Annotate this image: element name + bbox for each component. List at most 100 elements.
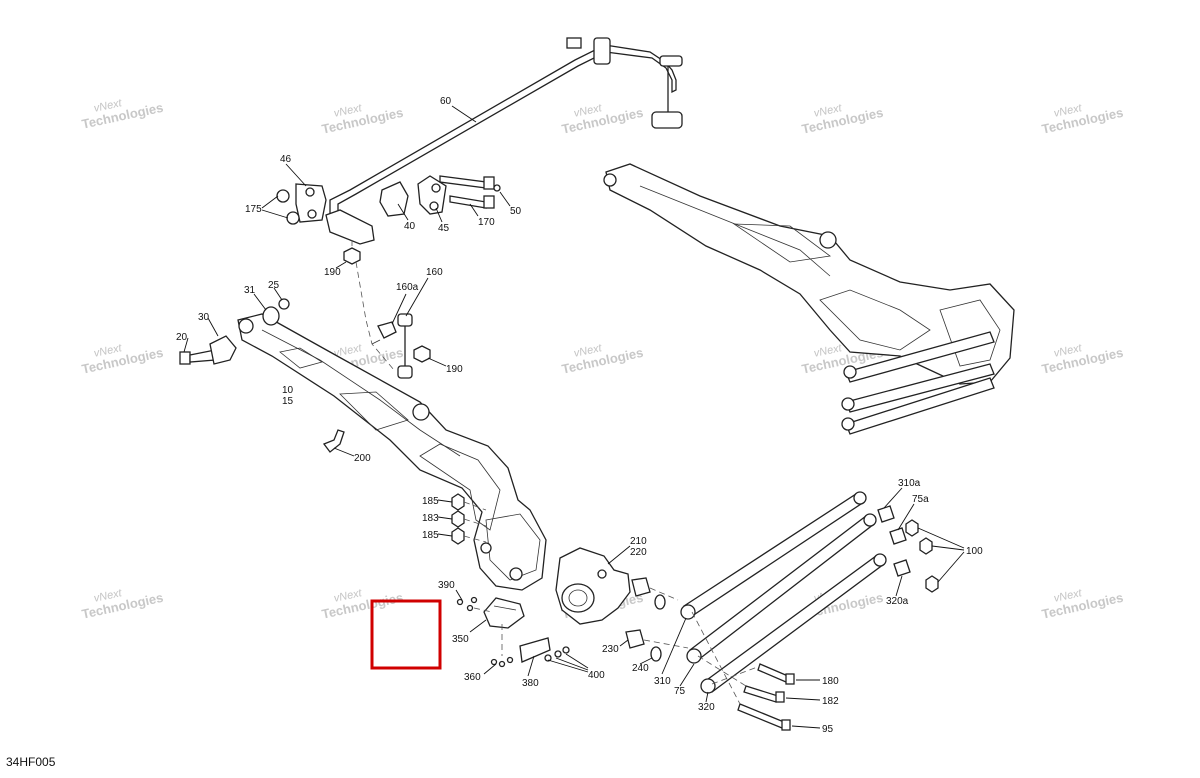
bushing-75a — [889, 527, 907, 545]
bolt-170-lower — [449, 195, 487, 209]
callout-210: 210 — [630, 536, 647, 547]
callout-95: 95 — [822, 724, 834, 735]
bolts-390 — [456, 596, 478, 612]
callout-20: 20 — [176, 332, 188, 343]
bolt-182 — [743, 685, 779, 703]
watermark-line1: vNext — [573, 342, 604, 360]
callout-320a: 320a — [886, 596, 909, 607]
callout-180: 180 — [822, 676, 839, 687]
callout-10: 10 — [282, 385, 294, 396]
callout-100: 100 — [966, 546, 983, 557]
callout-230: 230 — [602, 644, 619, 655]
callout-350: 350 — [452, 634, 469, 645]
control-rods — [680, 491, 887, 694]
callout-40: 40 — [404, 221, 416, 232]
callout-310: 310 — [654, 676, 671, 687]
sway-link-160 — [397, 313, 413, 327]
trailing-arm-right — [603, 163, 1015, 435]
trailing-arm-left — [237, 313, 547, 591]
watermark-line1: vNext — [1053, 342, 1084, 360]
watermark-line1: vNext — [573, 102, 604, 120]
callout-360: 360 — [464, 672, 481, 683]
watermark-line1: vNext — [1053, 102, 1084, 120]
bushing-230-lower — [625, 629, 645, 649]
bracket-350 — [483, 597, 525, 629]
nuts-400 — [544, 646, 570, 662]
callout-185-lower: 185 — [422, 530, 439, 541]
bolts-360 — [490, 656, 514, 668]
bushing-230-upper — [631, 577, 651, 597]
watermark: vNext Technologies — [80, 97, 164, 132]
sway-bar — [325, 37, 683, 245]
watermark: vNext Technologies — [1040, 342, 1124, 377]
callout-185-upper: 185 — [422, 496, 439, 507]
bolt-183 — [451, 510, 465, 528]
bolt-180 — [757, 663, 789, 683]
watermark-line1: vNext — [813, 102, 844, 120]
callout-240: 240 — [632, 663, 649, 674]
nut-50 — [493, 184, 501, 192]
callout-60: 60 — [440, 96, 452, 107]
callout-170: 170 — [478, 217, 495, 228]
sway-bar-end-cap — [566, 37, 582, 49]
watermark: vNext Technologies — [800, 102, 884, 137]
nut-190-top — [343, 247, 361, 265]
callout-190-top: 190 — [324, 267, 341, 278]
bolt-185-upper — [451, 493, 465, 511]
highlight-box[interactable] — [370, 599, 442, 670]
callout-160: 160 — [426, 267, 443, 278]
watermark: vNext Technologies — [80, 587, 164, 622]
watermark: vNext Technologies — [320, 102, 404, 137]
watermark-line1: vNext — [333, 587, 364, 605]
sway-bar-bushing — [593, 37, 611, 65]
plate-380 — [519, 637, 551, 663]
watermark-line1: vNext — [93, 587, 124, 605]
callout-310a: 310a — [898, 478, 921, 489]
bolt-200 — [322, 429, 345, 453]
callout-400: 400 — [588, 670, 605, 681]
callout-175: 175 — [245, 204, 262, 215]
callout-160a: 160a — [396, 282, 419, 293]
watermark-line1: vNext — [813, 342, 844, 360]
watermark: vNext Technologies — [80, 342, 164, 377]
watermark: vNext Technologies — [560, 102, 644, 137]
nut-175-upper — [276, 189, 290, 203]
callout-46: 46 — [280, 154, 292, 165]
callout-380: 380 — [522, 678, 539, 689]
callout-25: 25 — [268, 280, 280, 291]
watermark: vNext Technologies — [560, 342, 644, 377]
callout-220: 220 — [630, 547, 647, 558]
callout-75a: 75a — [912, 494, 929, 505]
bushing-310a — [877, 505, 895, 523]
ring-240-lower — [650, 646, 662, 662]
watermark-line1: vNext — [93, 342, 124, 360]
callout-45: 45 — [438, 223, 450, 234]
nut-190-mid — [413, 345, 431, 363]
watermark-line1: vNext — [333, 342, 364, 360]
knuckle-210 — [555, 547, 631, 625]
figure-id: 34HF005 — [6, 755, 56, 769]
nut-100-b — [919, 537, 933, 555]
callout-labels: 60 46 175 40 45 170 50 190 31 25 30 20 1… — [176, 96, 983, 735]
callout-15: 15 — [282, 396, 294, 407]
bolt-20 — [179, 351, 191, 365]
ring-240-upper — [654, 594, 666, 610]
sway-bar-mount-left — [325, 209, 375, 245]
callout-190-mid: 190 — [446, 364, 463, 375]
bolt-160a — [377, 321, 397, 339]
bolt-185-lower — [451, 527, 465, 545]
callout-200: 200 — [354, 453, 371, 464]
sway-link-top — [659, 55, 683, 67]
callout-183: 183 — [422, 513, 439, 524]
callout-182: 182 — [822, 696, 839, 707]
bushing-30 — [209, 335, 237, 365]
nut-100-a — [905, 519, 919, 537]
bushing-40 — [379, 181, 409, 217]
watermark-line1: vNext — [1053, 587, 1084, 605]
bolt-170-upper — [439, 175, 487, 189]
ring-31 — [262, 306, 280, 326]
nut-175-lower — [286, 211, 300, 225]
callout-50: 50 — [510, 206, 522, 217]
bolt-95 — [737, 703, 785, 729]
